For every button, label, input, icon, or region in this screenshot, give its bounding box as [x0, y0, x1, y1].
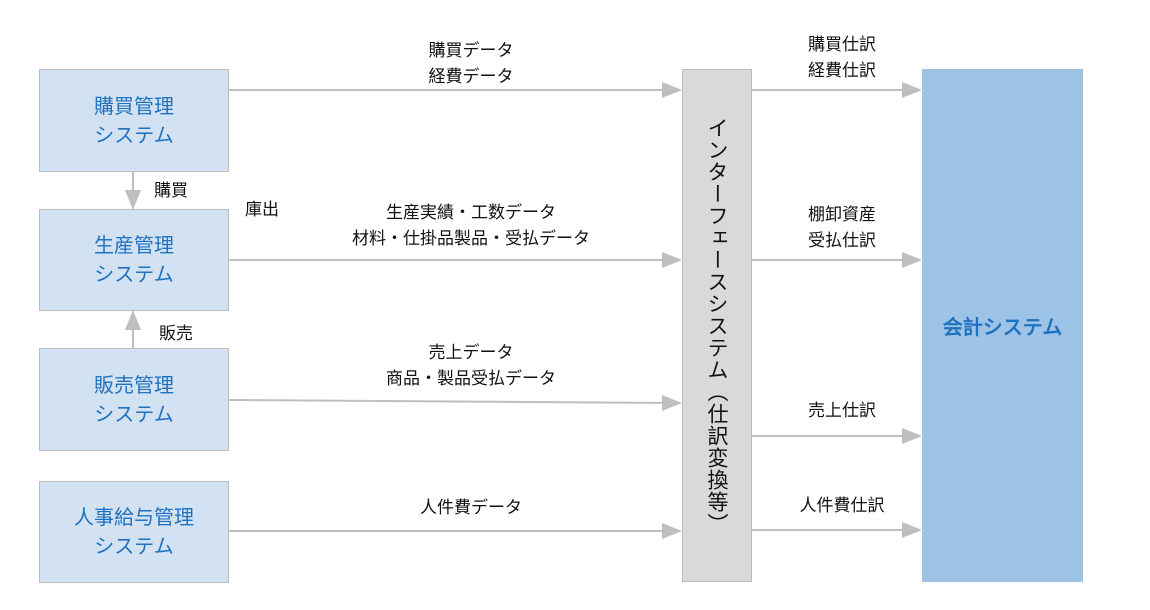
box-label: システム	[94, 401, 174, 426]
accounting-label: 会計システム	[942, 315, 1063, 339]
sales-management-system: 販売管理システム	[39, 348, 229, 451]
journal-label-purchase: 購買仕訳経費仕訳	[808, 35, 876, 81]
journal-label-sales: 売上仕訳	[808, 401, 876, 421]
box-label: 人事給与管理	[74, 505, 194, 529]
box-label: システム	[94, 262, 174, 286]
journal-label-inventory: 棚卸資産受払仕訳	[808, 205, 876, 251]
flow-label-hr: 人件費データ	[420, 498, 522, 518]
purchase-label: 購買	[154, 181, 188, 201]
issue-label: 庫出	[245, 200, 279, 220]
box-label: システム	[94, 534, 174, 558]
arrow-sales-to-interface	[228, 394, 682, 411]
box-label: 生産管理	[94, 233, 174, 257]
box-label: システム	[94, 122, 174, 147]
flow-label-production: 生産実績・工数データ材料・仕掛品製品・受払データ	[352, 203, 590, 249]
journal-label-personnel: 人件費仕訳	[799, 496, 885, 516]
hr-payroll-system: 人事給与管理システム	[39, 481, 229, 583]
box-label: 販売管理	[94, 372, 174, 397]
accounting-system: 会計システム	[922, 69, 1083, 582]
purchase-management-system: 購買管理システム	[39, 69, 229, 172]
flow-label-sales: 売上データ商品・製品受払データ	[386, 343, 556, 389]
box-label: 購買管理	[94, 93, 174, 118]
production-management-system: 生産管理システム	[39, 209, 229, 311]
interface-label: インターフェースシステム（仕訳変換等）	[705, 116, 729, 535]
flow-label-purchase: 購買データ経費データ	[428, 41, 514, 87]
sales-label: 販売	[159, 324, 193, 344]
interface-system: インターフェースシステム（仕訳変換等）	[682, 69, 752, 582]
